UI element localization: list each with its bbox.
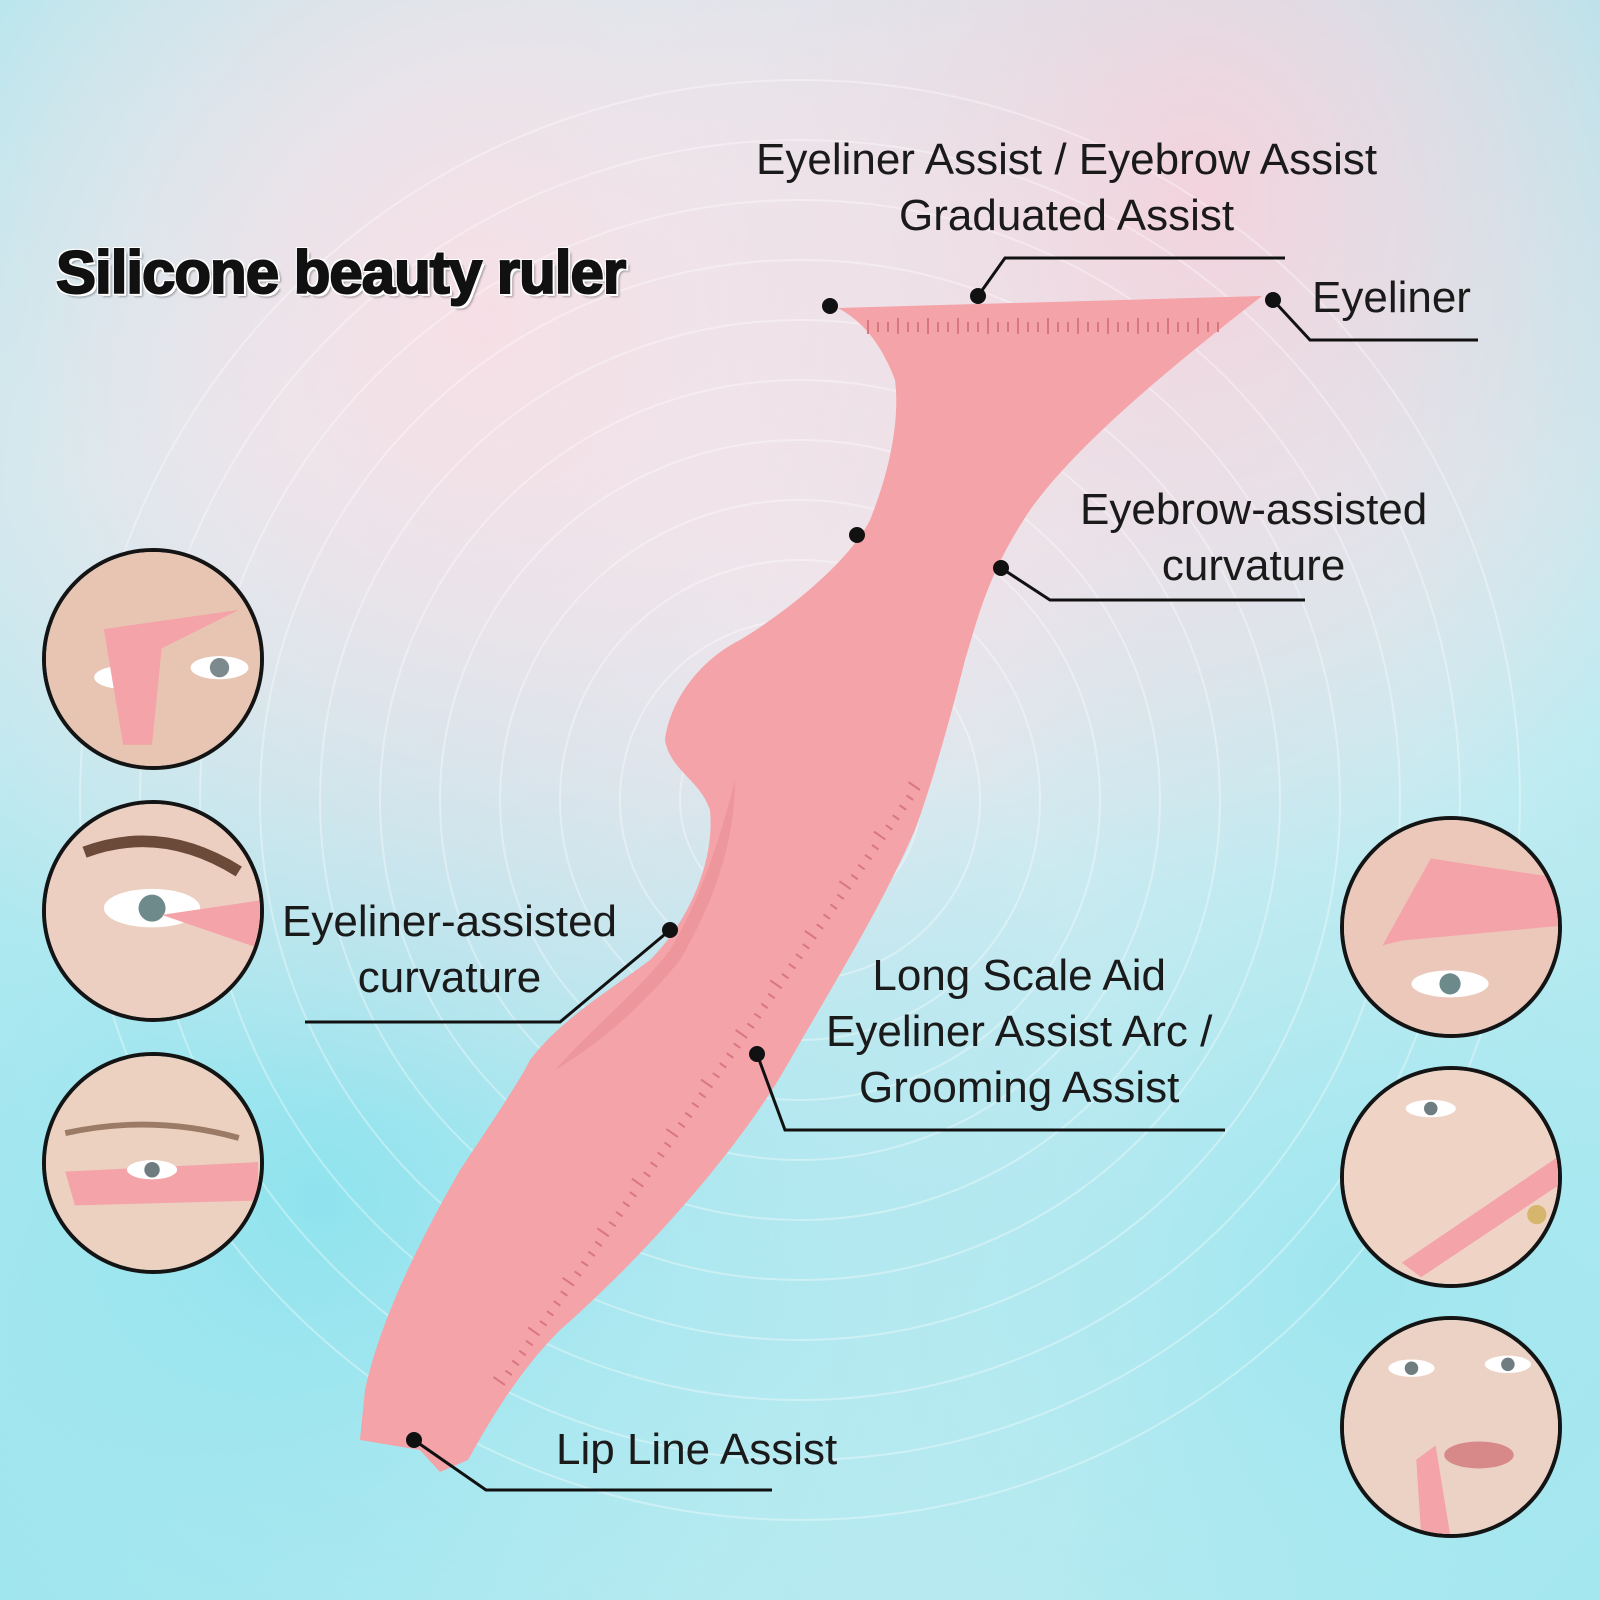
scale-tick <box>735 1029 748 1039</box>
scale-tick <box>838 880 852 890</box>
label-eyebrow-curvature-line2: curvature <box>1161 541 1346 590</box>
scale-tick <box>643 1171 651 1178</box>
scale-tick <box>684 1111 693 1119</box>
scale-tick <box>795 953 803 960</box>
scale-tick <box>594 1240 603 1247</box>
label-long-scale-line2: Eyeliner Assist Arc / <box>826 1007 1213 1056</box>
lip-line-photo <box>1340 1316 1562 1538</box>
long-scale-ticks <box>492 781 921 1386</box>
scale-tick <box>656 1151 665 1158</box>
scale-tick <box>760 1002 769 1009</box>
eyeliner-application-photo <box>42 800 264 1022</box>
scale-tick <box>746 1022 755 1029</box>
scale-tick <box>712 1072 720 1079</box>
scale-tick <box>560 1290 568 1297</box>
scale-tick <box>885 824 893 831</box>
scale-tick <box>539 1320 548 1327</box>
scale-tick <box>665 1128 679 1138</box>
scale-tick <box>892 814 900 821</box>
scale-tick <box>769 979 783 990</box>
scale-tick <box>573 1270 582 1277</box>
under-eye-application-photo <box>42 1052 264 1274</box>
scale-tick <box>492 1376 506 1386</box>
scale-tick <box>781 973 790 980</box>
scale-tick <box>700 1078 714 1089</box>
eyebrow-application-photo <box>42 548 264 770</box>
label-top-assist: Eyeliner Assist / Eyebrow Assist Graduat… <box>756 132 1377 244</box>
scale-tick <box>850 873 859 881</box>
label-eyeliner: Eyeliner <box>1312 273 1471 322</box>
cheek-contour-photo <box>1340 1066 1562 1288</box>
scale-tick <box>615 1211 624 1218</box>
scale-tick <box>553 1300 561 1307</box>
brow-stencil-photo <box>1340 816 1562 1038</box>
scale-tick <box>546 1310 554 1317</box>
scale-tick <box>719 1062 727 1069</box>
scale-tick <box>608 1220 617 1228</box>
top-scale-ticks <box>867 318 1219 334</box>
scale-tick <box>822 913 831 920</box>
leader-lines <box>305 256 1478 1492</box>
scale-tick <box>804 929 817 940</box>
silicone-ruler-body <box>360 296 1262 1472</box>
scale-tick <box>622 1201 631 1208</box>
scale-tick <box>871 844 880 851</box>
scale-tick <box>596 1227 610 1238</box>
label-long-scale: Long Scale Aid Eyeliner Assist Arc / Gro… <box>826 948 1212 1116</box>
scale-tick <box>836 893 845 900</box>
scale-tick <box>726 1052 734 1059</box>
scale-tick <box>631 1177 644 1188</box>
label-long-scale-line3: Grooming Assist <box>859 1063 1180 1112</box>
scale-tick <box>899 804 907 811</box>
scale-tick <box>767 992 776 1000</box>
scale-tick <box>650 1161 658 1168</box>
scale-tick <box>527 1326 541 1337</box>
label-eyeliner-curvature: Eyeliner-assisted curvature <box>282 894 617 1006</box>
scale-tick <box>518 1349 527 1357</box>
label-eyebrow-curvature-line1: Eyebrow-assisted <box>1080 485 1428 534</box>
scale-tick <box>733 1042 741 1049</box>
scale-tick <box>873 830 886 841</box>
label-top-assist-line1: Eyeliner Assist / Eyebrow Assist <box>756 135 1378 184</box>
label-lip-line: Lip Line Assist <box>556 1425 838 1474</box>
scale-tick <box>587 1250 596 1257</box>
scale-tick <box>580 1260 589 1267</box>
scale-tick <box>663 1141 672 1148</box>
scale-tick <box>816 923 824 930</box>
leader-dots <box>406 288 1281 1448</box>
scale-tick <box>802 943 810 950</box>
label-long-scale-line1: Long Scale Aid <box>872 951 1166 1000</box>
label-eyeliner-curvature-line2: curvature <box>357 953 542 1002</box>
scale-tick <box>788 963 797 970</box>
scale-tick <box>562 1277 575 1287</box>
scale-tick <box>857 863 866 871</box>
scale-tick <box>907 781 921 791</box>
scale-tick <box>629 1191 637 1198</box>
scale-tick <box>691 1101 700 1109</box>
label-eyeliner-curvature-line1: Eyeliner-assisted <box>282 897 618 946</box>
label-top-assist-line2: Graduated Assist <box>899 191 1235 240</box>
scale-tick <box>504 1369 513 1376</box>
scale-tick <box>829 903 838 910</box>
scale-tick <box>511 1359 520 1366</box>
scale-tick <box>905 794 914 801</box>
scale-tick <box>677 1121 686 1128</box>
scale-tick <box>753 1012 762 1019</box>
page-title: Silicone beauty ruler <box>55 238 627 307</box>
scale-tick <box>864 854 873 861</box>
scale-tick <box>698 1092 707 1099</box>
label-eyebrow-curvature: Eyebrow-assisted curvature <box>1080 482 1427 594</box>
scale-tick <box>525 1339 534 1347</box>
